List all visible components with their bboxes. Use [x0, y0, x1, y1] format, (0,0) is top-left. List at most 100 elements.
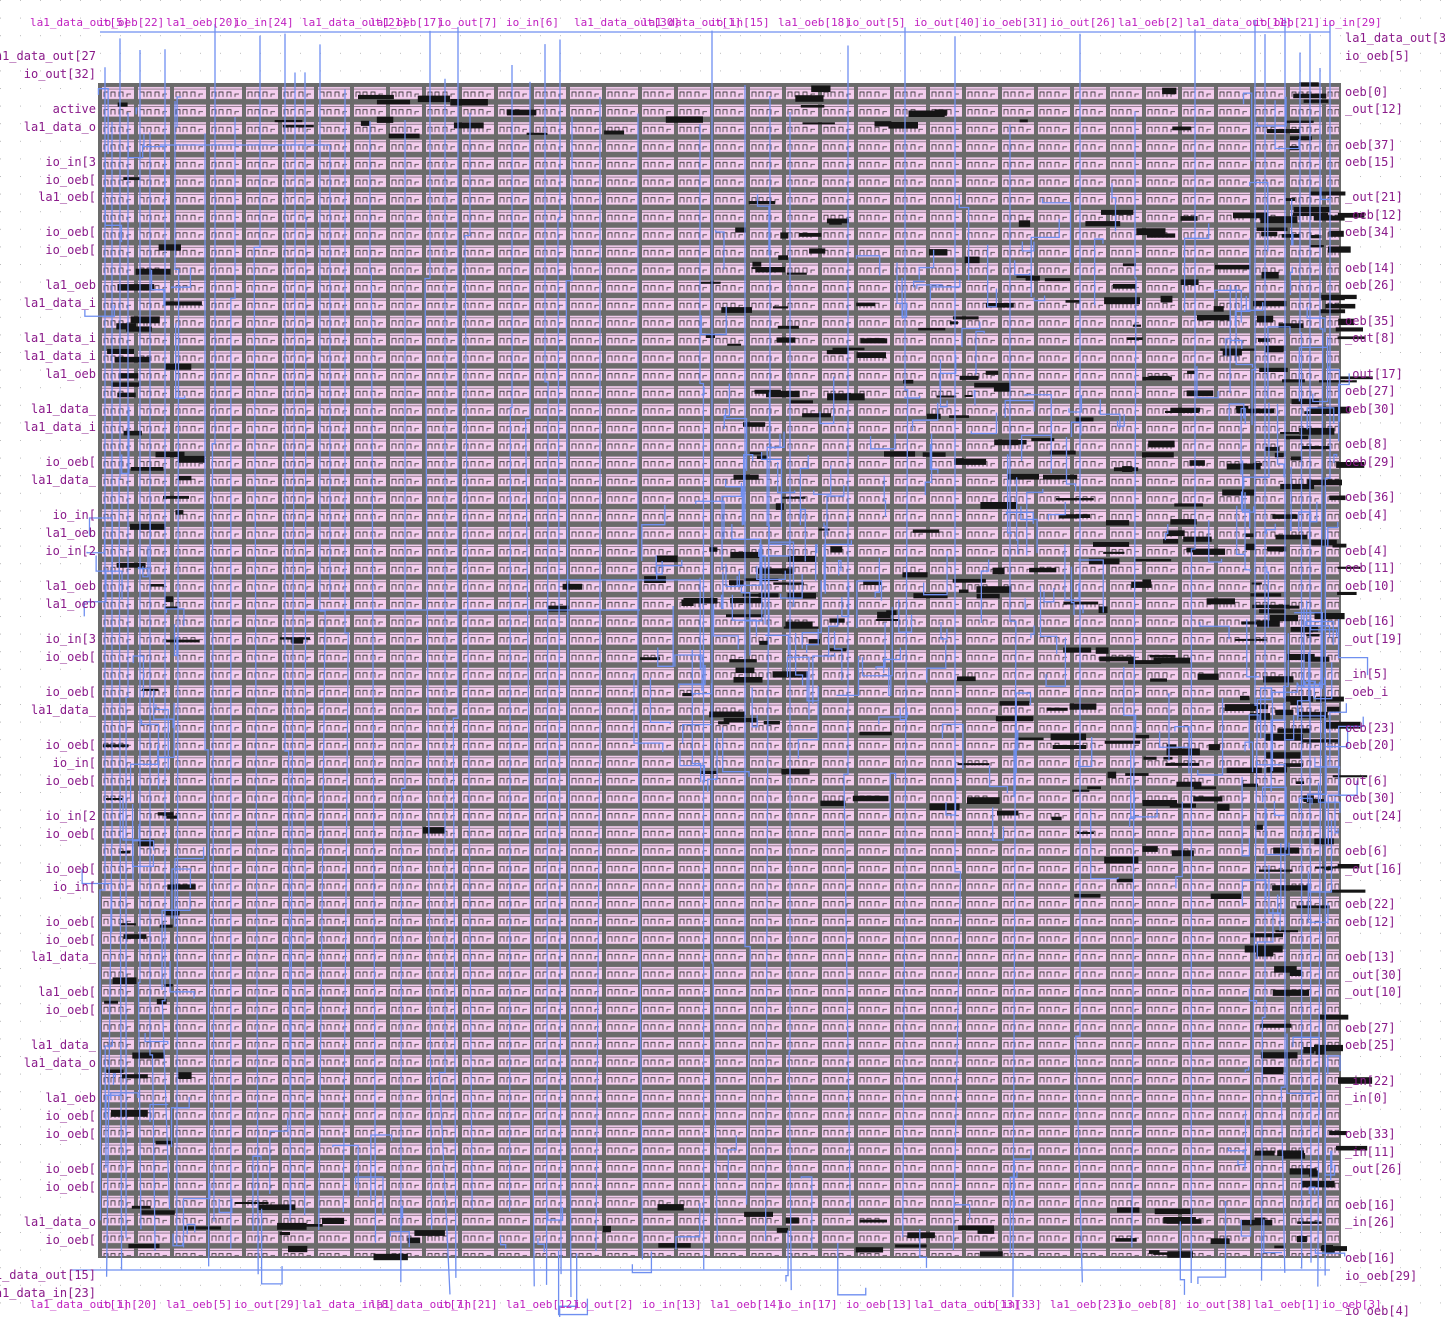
pin-label[interactable]: oeb[27]	[1345, 384, 1396, 398]
pin-label[interactable]: io_oeb[	[45, 738, 96, 752]
pin-label[interactable]: io_out[26]	[1050, 16, 1116, 29]
pin-label[interactable]: oeb[16]	[1345, 614, 1396, 628]
pin-label[interactable]: io_in[	[53, 508, 96, 522]
pin-label[interactable]: io_in[20]	[98, 1298, 158, 1311]
pin-label[interactable]: la1_data_in[8]	[302, 1298, 395, 1311]
pin-label[interactable]: la1_data_out[13]	[914, 1298, 1020, 1311]
pin-label[interactable]: la1_data_	[31, 703, 97, 717]
pin-label[interactable]: oeb[30]	[1345, 791, 1396, 805]
pin-label[interactable]: oeb[37]	[1345, 138, 1396, 152]
pin-label[interactable]: oeb[27]	[1345, 1021, 1396, 1035]
pin-label[interactable]: io_out[7]	[438, 16, 498, 29]
pin-label[interactable]: io_oeb[	[45, 1127, 96, 1141]
pin-label[interactable]: io_oeb[	[45, 774, 96, 788]
pin-label[interactable]: io_oeb[	[45, 455, 96, 469]
pin-label[interactable]: io_oeb[	[45, 1233, 96, 1247]
pin-label[interactable]: la1_data_in[23]	[0, 1286, 96, 1300]
pin-label[interactable]: io_oeb[31]	[982, 16, 1048, 29]
pin-label[interactable]: _in[0]	[1345, 1091, 1388, 1105]
pin-label[interactable]: la1_data_	[31, 1038, 97, 1052]
pin-label[interactable]: _out[12]	[1345, 102, 1403, 116]
pin-label[interactable]: io_oeb[	[45, 827, 96, 841]
pin-label[interactable]: io_oeb[3]	[1322, 1298, 1382, 1311]
pin-label[interactable]: _out[10]	[1345, 985, 1403, 999]
pin-label[interactable]: _out[21]	[1345, 190, 1403, 204]
pin-label[interactable]: io_oeb[	[45, 173, 96, 187]
pin-label[interactable]: la1_data_out[27	[0, 49, 96, 63]
pin-label[interactable]: _in[5]	[1345, 667, 1388, 681]
pin-label[interactable]: _out[24]	[1345, 809, 1403, 823]
pin-label[interactable]: io_oeb[22]	[98, 16, 164, 29]
pin-label[interactable]: oeb[35]	[1345, 314, 1396, 328]
pin-label[interactable]: la1_data_out[1]	[30, 1298, 129, 1311]
pin-label[interactable]: la1_oeb[14]	[710, 1298, 783, 1311]
pin-label[interactable]: oeb[13]	[1345, 950, 1396, 964]
pin-label[interactable]: la1_data_o	[24, 1215, 96, 1229]
pin-label[interactable]: la1_oeb[1]	[1254, 1298, 1320, 1311]
pin-label[interactable]: io_in[15]	[710, 16, 770, 29]
pin-label[interactable]: la1_oeb[23]	[1050, 1298, 1123, 1311]
pin-label[interactable]: la1_oeb[	[38, 190, 96, 204]
pin-label[interactable]: oeb[10]	[1345, 579, 1396, 593]
pin-label[interactable]: la1_data_	[31, 950, 97, 964]
pin-label[interactable]: la1_data_out[15]	[0, 1268, 96, 1282]
pin-label[interactable]: io_in[	[53, 880, 96, 894]
pin-label[interactable]: io_oeb[	[45, 243, 96, 257]
pin-label[interactable]: la1_oeb[2]	[1118, 16, 1184, 29]
pin-label[interactable]: io_in[3	[45, 155, 96, 169]
pin-label[interactable]: la1_data_	[31, 402, 97, 416]
pin-label[interactable]: oeb[30]	[1345, 402, 1396, 416]
pin-label[interactable]: _oeb[12]	[1345, 208, 1403, 222]
pin-label[interactable]: io_oeb[21]	[1254, 16, 1320, 29]
pin-label[interactable]: la1_data_	[31, 473, 97, 487]
pin-label[interactable]: _out[26]	[1345, 1162, 1403, 1176]
pin-label[interactable]: oeb[34]	[1345, 225, 1396, 239]
pin-label[interactable]: la1_data_o	[24, 120, 96, 134]
pin-label[interactable]: io_out[5]	[846, 16, 906, 29]
pin-label[interactable]: io_in[21]	[438, 1298, 498, 1311]
pin-label[interactable]: la1_oeb	[45, 597, 96, 611]
pin-label[interactable]: oeb[26]	[1345, 278, 1396, 292]
pin-label[interactable]: la1_oeb	[45, 278, 96, 292]
pin-label[interactable]: io_out[2]	[574, 1298, 634, 1311]
pin-label[interactable]: io_in[13]	[642, 1298, 702, 1311]
pin-label[interactable]: la1_data_out[11]	[1186, 16, 1292, 29]
pin-label[interactable]: io_oeb[	[45, 1003, 96, 1017]
pin-label[interactable]: la1_oeb	[45, 1091, 96, 1105]
pin-label[interactable]: la1_oeb	[45, 579, 96, 593]
pin-label[interactable]: io_in[3	[45, 632, 96, 646]
pin-label[interactable]: oeb[14]	[1345, 261, 1396, 275]
pin-label[interactable]: io_in[	[53, 756, 96, 770]
pin-label[interactable]: oeb[16]	[1345, 1198, 1396, 1212]
pin-label[interactable]: io_oeb[	[45, 225, 96, 239]
pin-label[interactable]: _out[30]	[1345, 968, 1403, 982]
pin-label[interactable]: la1_data_i	[24, 296, 96, 310]
pin-label[interactable]: oeb[8]	[1345, 437, 1388, 451]
pin-label[interactable]: io_oeb[	[45, 862, 96, 876]
pin-label[interactable]: oeb[6]	[1345, 844, 1388, 858]
pin-label[interactable]: la1_data_i	[24, 420, 96, 434]
pin-label[interactable]: oeb[22]	[1345, 897, 1396, 911]
pin-label[interactable]: io_out[40]	[914, 16, 980, 29]
pin-label[interactable]: io_oeb[5]	[1345, 49, 1410, 63]
pin-label[interactable]: oeb[16]	[1345, 1251, 1396, 1265]
pin-label[interactable]: la1_oeb[17]	[370, 16, 443, 29]
pin-label[interactable]: la1_oeb[18]	[778, 16, 851, 29]
pin-label[interactable]: oeb[20]	[1345, 738, 1396, 752]
pin-label[interactable]: io_out[32]	[24, 67, 96, 81]
pin-label[interactable]: io_in[33]	[982, 1298, 1042, 1311]
pin-label[interactable]: io_oeb[	[45, 1109, 96, 1123]
pin-label[interactable]: la1_oeb[20]	[166, 16, 239, 29]
pin-label[interactable]: la1_oeb[	[38, 985, 96, 999]
pin-label[interactable]: _out[16]	[1345, 862, 1403, 876]
pin-label[interactable]: la1_data_out[7]	[370, 1298, 469, 1311]
pin-label[interactable]: io_oeb[13]	[846, 1298, 912, 1311]
pin-label[interactable]: _oeb_i	[1345, 685, 1388, 699]
pin-label[interactable]: io_oeb[	[45, 933, 96, 947]
pin-label[interactable]: la1_data_out[31]	[1345, 31, 1445, 45]
pin-label[interactable]: la1_oeb	[45, 367, 96, 381]
pin-label[interactable]: io_oeb[	[45, 1162, 96, 1176]
pin-label[interactable]: oeb[36]	[1345, 490, 1396, 504]
pin-label[interactable]: io_in[6]	[506, 16, 559, 29]
pin-label[interactable]: _in[22]	[1345, 1074, 1396, 1088]
